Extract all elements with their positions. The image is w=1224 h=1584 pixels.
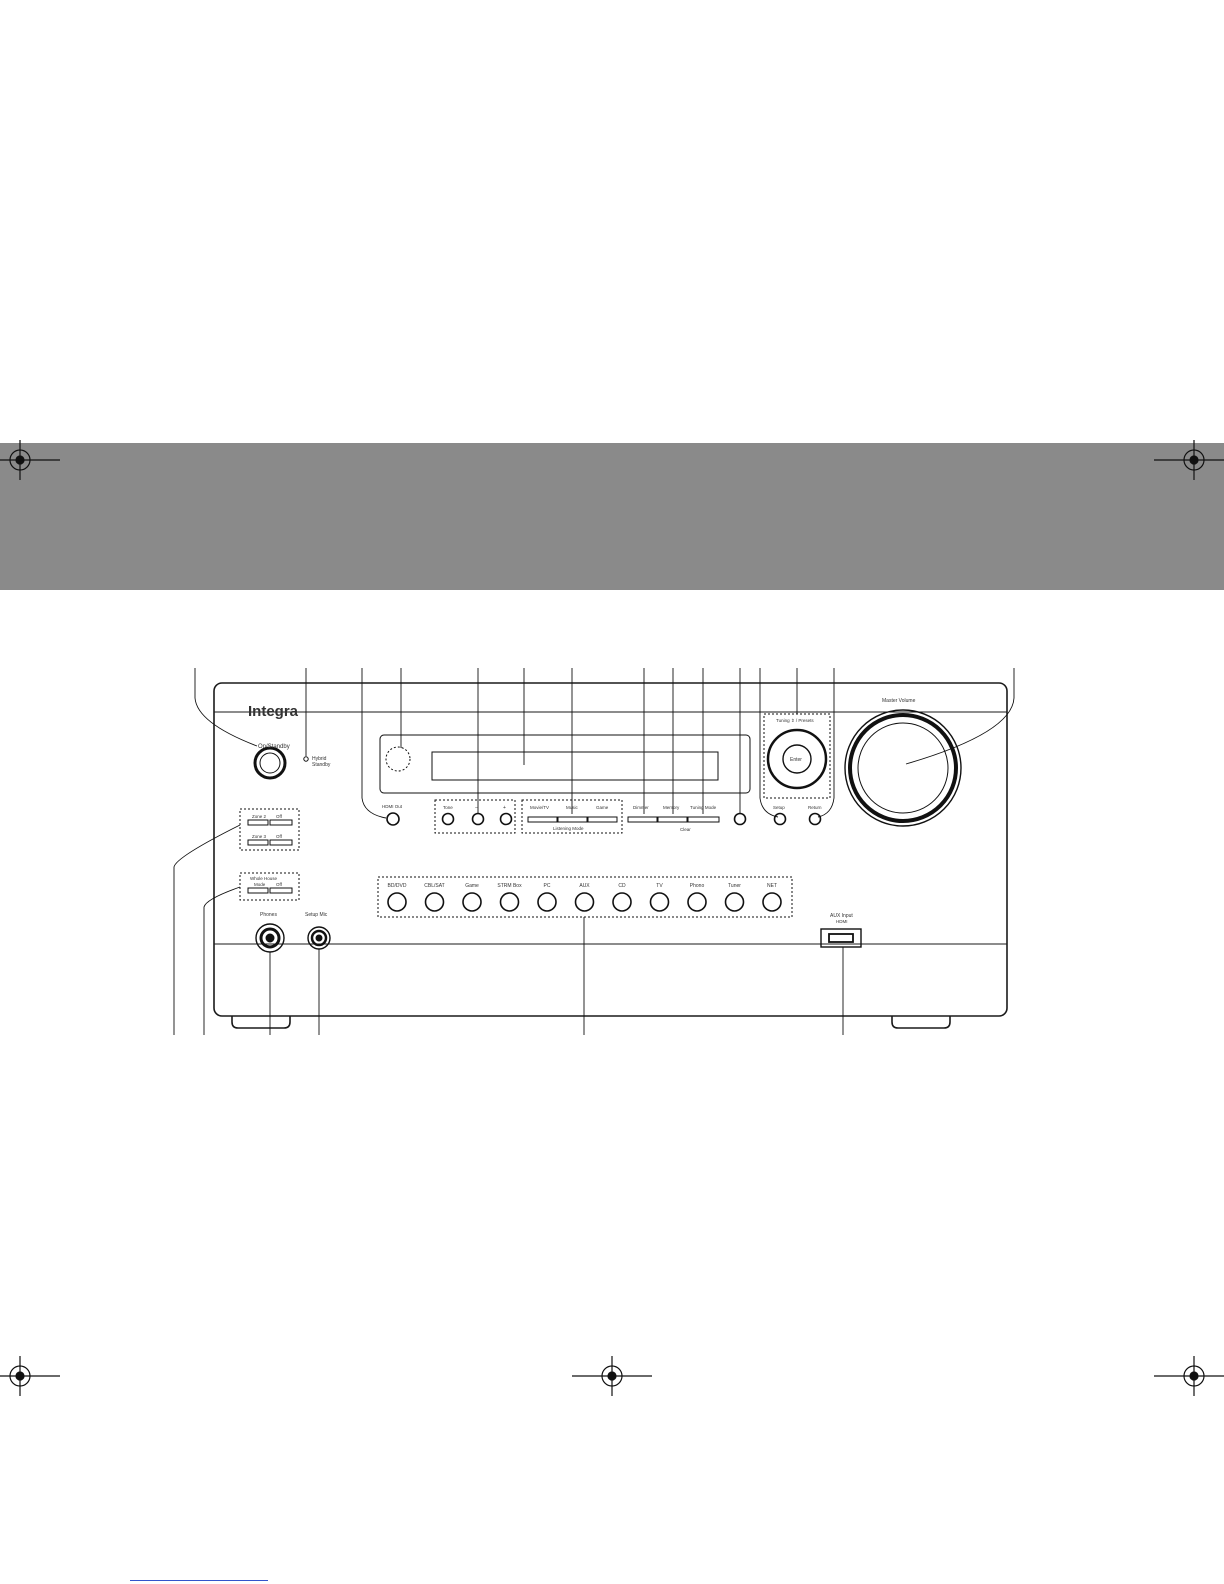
input-button-8[interactable] [687, 892, 707, 912]
zone2-button[interactable] [247, 819, 269, 826]
tone-plus-button[interactable] [499, 812, 513, 826]
input-label-1: CBL/SAT [424, 883, 444, 889]
brand-logo: Integra [248, 703, 299, 720]
zone2-off-button[interactable] [269, 819, 293, 826]
input-button-5[interactable] [574, 892, 595, 912]
master-volume-label: Master Volume [882, 698, 916, 704]
hdmi-out-label: HDMI Out [382, 804, 403, 809]
whole-house-off-button[interactable] [269, 887, 293, 894]
hdmi-out-button[interactable] [386, 812, 400, 826]
clear-label: Clear [680, 827, 691, 832]
registration-mark-br [1154, 1356, 1224, 1396]
zone2-label: Zone 2 [252, 814, 267, 819]
power-label: On/Standby [258, 744, 290, 750]
tuner-group [627, 812, 822, 826]
registration-mark-bc [572, 1356, 652, 1396]
hybrid-standby-label-2: Standby [312, 762, 331, 768]
input-button-6[interactable] [612, 892, 632, 912]
aux-hdmi-port[interactable] [820, 928, 862, 948]
whole-house-label-2: Mode [254, 882, 266, 887]
zone3-button[interactable] [247, 839, 269, 846]
tuning-presets-label: Tuning ⇕ / Presets [776, 718, 814, 723]
listening-game-button[interactable] [587, 816, 618, 823]
tone-plus-label: + [503, 805, 506, 811]
master-volume-knob[interactable] [844, 709, 962, 827]
whole-house-off-label: Off [276, 882, 283, 887]
input-label-8: Phono [690, 883, 705, 889]
hybrid-standby-label: Hybrid [312, 756, 327, 762]
cursor-pad-group [763, 713, 831, 799]
whole-house-label: Whole House [250, 876, 278, 881]
zone3-label: Zone 3 [252, 834, 267, 839]
input-label-4: PC [544, 883, 551, 889]
callout-lines [173, 668, 1015, 1035]
input-label-0: BD/DVD [388, 883, 407, 889]
input-label-6: CD [618, 883, 626, 889]
tone-group [434, 799, 516, 834]
tone-label: Tone [443, 805, 453, 810]
enter-label: Enter [790, 757, 802, 763]
input-button-9[interactable] [724, 892, 745, 912]
input-label-7: TV [656, 883, 663, 889]
input-button-3[interactable] [499, 892, 520, 912]
front-display [379, 734, 751, 794]
cursor-ring[interactable] [766, 728, 828, 790]
zone3-off-button[interactable] [269, 839, 293, 846]
registration-mark-tr [1154, 440, 1224, 480]
dimmer-label: Dimmer [633, 805, 649, 810]
tuning-mode-button[interactable] [687, 816, 720, 823]
aux-input-label-2: HDMI [836, 919, 848, 924]
dimmer-button[interactable] [627, 816, 658, 823]
input-label-3: STRM Box [497, 883, 522, 889]
rt-pty-tp-button[interactable] [733, 812, 747, 826]
input-button-10[interactable] [762, 892, 782, 912]
phones-jack[interactable] [255, 923, 285, 953]
listening-game-label: Game [596, 805, 609, 810]
setup-button[interactable] [773, 812, 787, 826]
setup-mic-jack[interactable] [307, 926, 331, 950]
whole-house-button[interactable] [247, 887, 269, 894]
tone-button[interactable] [441, 812, 455, 826]
tone-minus-label: − [475, 805, 478, 811]
input-selector-group [377, 876, 793, 918]
listening-movie-label: Movie/TV [530, 805, 549, 810]
registration-mark-bl [0, 1356, 60, 1396]
receiver-chassis [213, 682, 1008, 1029]
return-label: Return [808, 805, 822, 810]
input-button-7[interactable] [649, 892, 670, 912]
input-button-4[interactable] [537, 892, 557, 912]
setup-mic-label: Setup Mic [305, 912, 328, 918]
power-button[interactable] [253, 746, 287, 780]
listening-music-button[interactable] [557, 816, 588, 823]
input-label-9: Tuner [728, 883, 741, 889]
setup-label: Setup [773, 805, 785, 810]
listening-mode-title: Listening Mode [553, 826, 584, 831]
input-label-10: NET [767, 883, 777, 889]
footer-rule [130, 1580, 268, 1581]
input-selector-buttons: BD/DVD CBL/SAT Game STRM Box PC AUX CD TV Phono T… [387, 883, 782, 912]
input-button-0[interactable] [387, 892, 407, 912]
registration-mark-tl [0, 440, 60, 480]
zone-control-group [239, 808, 300, 851]
input-button-1[interactable] [424, 892, 445, 912]
memory-label: Memory [663, 805, 680, 810]
header-band [0, 443, 1224, 590]
phones-label: Phones [260, 912, 277, 918]
listening-movie-button[interactable] [527, 816, 558, 823]
input-label-2: Game [465, 883, 479, 889]
input-button-2[interactable] [462, 892, 482, 912]
zone2-off-label: Off [276, 814, 283, 819]
whole-house-group [239, 872, 300, 901]
zone3-off-label: Off [276, 834, 283, 839]
hybrid-standby-indicator [303, 756, 309, 762]
enter-button[interactable] [782, 744, 812, 774]
memory-button[interactable] [657, 816, 688, 823]
return-button[interactable] [808, 812, 822, 826]
tone-minus-button[interactable] [471, 812, 485, 826]
input-label-5: AUX [579, 883, 590, 889]
aux-input-label: AUX Input [830, 913, 853, 919]
